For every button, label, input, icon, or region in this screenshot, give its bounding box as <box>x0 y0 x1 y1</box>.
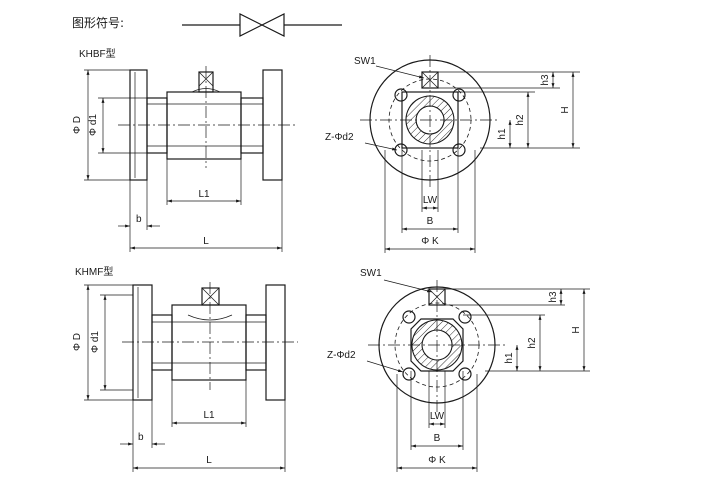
khbf-h3-label: h3 <box>540 74 551 86</box>
khmf-front-view <box>368 280 506 412</box>
khmf-phi-k-label: Φ K <box>428 455 446 466</box>
khbf-h1-label: h1 <box>497 128 508 140</box>
khmf-h3-label: h3 <box>548 291 559 303</box>
khbf-z-phi-d2-label: Z-Φd2 <box>325 132 354 143</box>
khmf-phi-d1-label: Φ d1 <box>90 331 101 353</box>
khbf-l-label: L <box>203 236 209 247</box>
khbf-front-view <box>360 55 500 190</box>
khbf-side-dimensions: Φ D Φ d1 L1 b L <box>72 69 283 252</box>
khbf-sw1-label: SW1 <box>354 56 376 67</box>
khbf-l1-label: L1 <box>198 189 210 200</box>
khmf-sw1-label: SW1 <box>360 268 382 279</box>
khbf-front-dimensions: SW1 Z-Φd2 h1 h2 h3 H LW B Φ K <box>325 56 580 253</box>
khmf-phi-d-label: Φ D <box>72 333 83 351</box>
valve-symbol <box>182 13 342 37</box>
khmf-side-view <box>122 282 298 401</box>
khmf-h1-label: h1 <box>504 352 515 364</box>
khmf-side-dimensions: Φ D Φ d1 L1 b L <box>72 284 286 472</box>
khmf-z-phi-d2-label: Z-Φd2 <box>327 350 356 361</box>
khbf-h-label: H <box>560 106 571 113</box>
khmf-model-label: KHMF型 <box>75 265 113 278</box>
khbf-b-label: b <box>136 214 142 225</box>
khbf-h2-label: h2 <box>515 114 526 126</box>
khmf-h2-label: h2 <box>527 337 538 349</box>
symbol-title: 图形符号: <box>72 15 124 30</box>
khmf-lw-label: LW <box>430 411 445 422</box>
khmf-l-label: L <box>206 455 212 466</box>
khbf-model-label: KHBF型 <box>79 47 116 60</box>
khmf-b-width-label: B <box>434 433 441 444</box>
khbf-b-width-label: B <box>427 216 434 227</box>
khmf-b-label: b <box>138 432 144 443</box>
khbf-phi-d1-label: Φ d1 <box>88 114 99 136</box>
khmf-front-dimensions: SW1 Z-Φd2 h1 h2 h3 H LW B Φ K <box>327 268 590 472</box>
khbf-lw-label: LW <box>423 195 438 206</box>
khmf-h-label: H <box>571 326 582 333</box>
khmf-l1-label: L1 <box>203 410 215 421</box>
khbf-phi-k-label: Φ K <box>421 236 439 247</box>
khbf-side-view <box>118 66 296 181</box>
khbf-phi-d-label: Φ D <box>72 116 83 134</box>
